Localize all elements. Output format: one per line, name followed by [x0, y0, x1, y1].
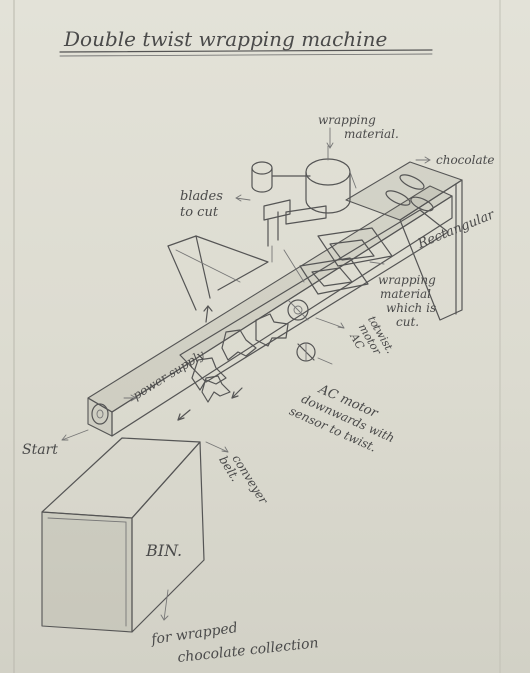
label-chocolate: chocolate — [436, 153, 495, 167]
label-ac-motor-twist: AC motor to twist. — [344, 314, 397, 368]
label-conveyer-belt: conveyer belt. — [216, 447, 271, 514]
label-wrapping-cut-4: cut. — [396, 315, 419, 329]
label-wrapping-cut-1: wrapping — [378, 273, 436, 287]
label-for-wrapped: for wrapped — [149, 620, 238, 648]
label-blades-1: blades — [180, 189, 223, 204]
label-wrapping-material-2: material. — [344, 127, 399, 141]
wrapping-rolls — [252, 146, 356, 213]
label-blades-2: to cut — [180, 205, 219, 220]
label-wrapping-material-1: wrapping — [318, 113, 376, 127]
page-title: Double twist wrapping machine — [63, 27, 387, 51]
collection-bin — [42, 438, 204, 632]
label-ac-motor-downwards: AC motor downwards with sensor to twist. — [287, 375, 403, 460]
title-underline-2 — [60, 54, 432, 56]
label-bin: BIN. — [145, 541, 182, 560]
label-wrapping-cut-3: which is — [386, 301, 436, 315]
ac-downward-motor — [297, 343, 315, 361]
label-start: Start — [22, 442, 58, 458]
cutting-blades — [264, 200, 326, 262]
label-wrapping-cut-2: material — [380, 287, 431, 301]
